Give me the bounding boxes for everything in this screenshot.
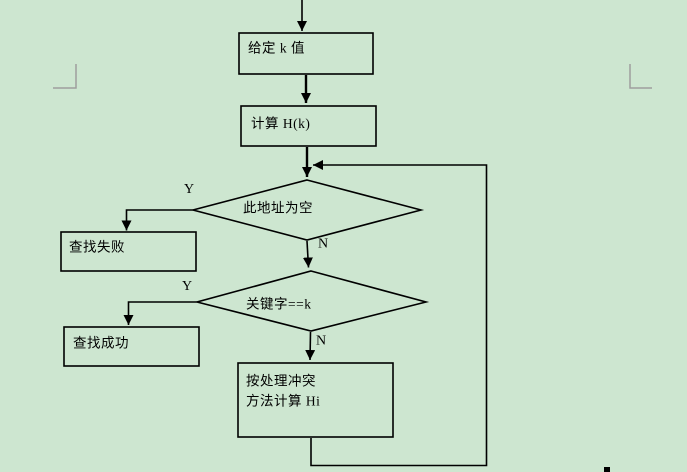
margin-mark-top-left (53, 64, 77, 89)
stray-dot (604, 467, 610, 472)
arrow-decision1-no (302, 240, 313, 268)
node-start[interactable]: 给定 k 值 (238, 32, 374, 75)
node-search-success[interactable]: 查找成功 (63, 326, 200, 367)
node-search-fail[interactable]: 查找失败 (60, 231, 197, 272)
node-search-success-label: 查找成功 (73, 336, 129, 351)
decision1-no-label: N (318, 237, 328, 252)
node-search-fail-label: 查找失败 (69, 240, 125, 255)
decision1-yes-label: Y (184, 182, 194, 197)
decision-address-empty-label: 此地址为空 (243, 201, 313, 216)
arrow-decision2-yes (123, 301, 197, 325)
margin-mark-top-right (629, 64, 652, 89)
arrow-loop-back (310, 160, 488, 467)
node-hash-label: 计算 H(k) (251, 116, 310, 131)
node-conflict-label-line1: 按处理冲突 (246, 374, 316, 389)
arrow-decision2-no (305, 331, 316, 361)
node-decision-address-empty[interactable]: 此地址为空 (189, 179, 425, 241)
node-start-label: 给定 k 值 (248, 41, 305, 56)
decision2-yes-label: Y (182, 279, 192, 294)
node-conflict[interactable]: 按处理冲突 方法计算 Hi (237, 362, 394, 438)
arrow-decision1-yes (121, 209, 193, 231)
decision-key-equal-label: 关键字==k (246, 297, 311, 312)
node-hash[interactable]: 计算 H(k) (240, 105, 377, 147)
node-conflict-label-line2: 方法计算 Hi (246, 394, 320, 409)
decision2-no-label: N (316, 334, 326, 349)
node-decision-key-equal[interactable]: 关键字==k (193, 270, 430, 332)
